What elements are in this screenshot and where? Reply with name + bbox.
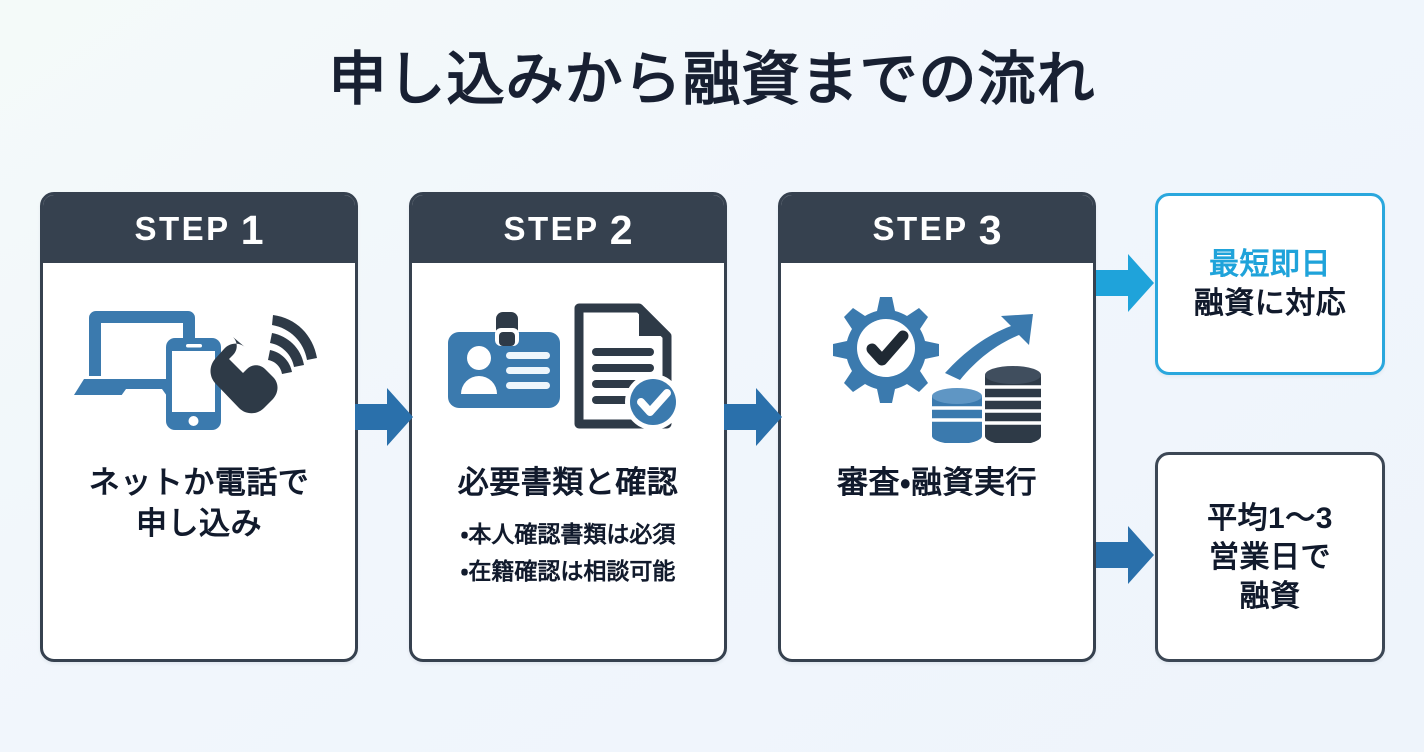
devices-and-phone-icon-group [74, 311, 317, 430]
outcome-bottom-line-2: 営業日で [1209, 540, 1331, 574]
outcome-bottom-line-3: 融資 [1239, 579, 1301, 613]
step-2-bullet-1: ・本人確認書類は必須 [460, 520, 676, 547]
arrow-step3-to-business-days-box [1096, 526, 1154, 584]
step-1-header: STEP 1 [43, 195, 355, 263]
gear-check-icon [833, 297, 939, 403]
step-3-caption: 審査・融資実行 [837, 463, 1037, 504]
step-3-number: 3 [978, 206, 1002, 253]
outcome-bottom-text: 平均1〜3 営業日で 融資 [1207, 499, 1333, 616]
document-check-icon [574, 303, 681, 430]
coin-stack-short [932, 388, 982, 443]
coin-stack-tall [985, 366, 1041, 443]
id-card-icon [447, 312, 560, 408]
step-3-caption-line-1: 審査・融資実行 [836, 465, 1038, 500]
outcome-box-business-days: 平均1〜3 営業日で 融資 [1155, 452, 1385, 662]
step-2-label: STEP [503, 210, 600, 247]
step-2-bullet-2: ・在籍確認は相談可能 [460, 558, 676, 585]
outcome-top-text: 最短即日 融資に対応 [1194, 245, 1347, 323]
step-3-body: 審査・融資実行 [781, 263, 1093, 659]
arrow-step1-to-step2 [355, 388, 413, 446]
arrow-step3-to-same-day-box [1096, 254, 1154, 312]
step-2-caption-line-1: 必要書類と確認 [457, 465, 679, 500]
step-2-header: STEP 2 [412, 195, 724, 263]
outcome-bottom-line-1: 平均1〜3 [1207, 501, 1333, 535]
approval-and-funds-icon-group [833, 297, 1041, 443]
step-1-icon-row [74, 273, 324, 463]
step-2-icon-row [446, 273, 691, 463]
step-2-number: 2 [609, 206, 633, 253]
step-1-caption-line-1: ネットか電話で [88, 465, 310, 500]
step-3-icon-row [817, 273, 1057, 463]
growth-arrow-icon [945, 314, 1033, 380]
outcome-box-same-day: 最短即日 融資に対応 [1155, 193, 1385, 375]
step-1-caption-line-2: 申し込み [136, 505, 262, 541]
arrow-step2-to-step3 [724, 388, 782, 446]
step-3-label: STEP [872, 210, 969, 247]
step-card-3: STEP 3 [778, 192, 1096, 662]
step-2-bullet-list: ・本人確認書類は必須 ・在籍確認は相談可能 [461, 516, 676, 591]
outcome-top-plain-line: 融資に対応 [1193, 287, 1347, 320]
outcome-top-accent-line: 最短即日 [1209, 248, 1331, 281]
step-card-2: STEP 2 [409, 192, 727, 662]
step-1-caption: ネットか電話で 申し込み [89, 463, 310, 545]
smartphone-icon [166, 338, 221, 430]
step-1-body: ネットか電話で 申し込み [43, 263, 355, 659]
telephone-ringing-icon [210, 315, 317, 414]
step-1-number: 1 [240, 206, 264, 253]
step-2-caption: 必要書類と確認 [458, 463, 679, 504]
step-card-1: STEP 1 [40, 192, 358, 662]
step-2-body: 必要書類と確認 ・本人確認書類は必須 ・在籍確認は相談可能 [412, 263, 724, 659]
page-title: 申し込みから融資までの流れ [328, 47, 1096, 112]
step-3-header: STEP 3 [781, 195, 1093, 263]
documents-icon-group [447, 303, 681, 430]
coins-stack-icon [932, 366, 1041, 443]
step-1-label: STEP [134, 210, 231, 247]
